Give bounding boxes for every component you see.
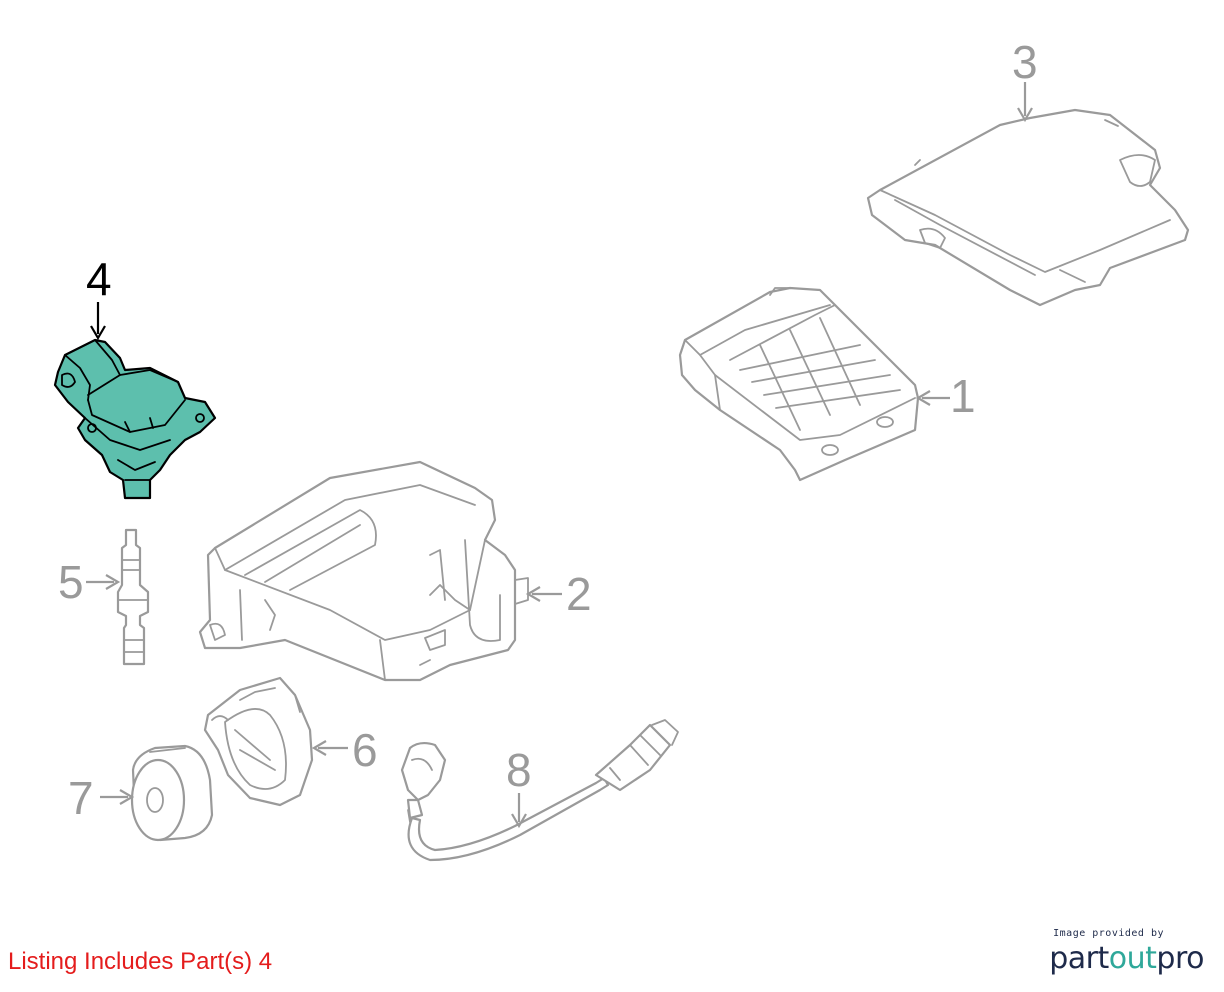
logo-pro: pro [1156, 941, 1204, 976]
listing-includes-note: Listing Includes Part(s) 4 [8, 948, 273, 975]
part-2-mounting-bracket[interactable] [198, 460, 529, 682]
part-5-sensor[interactable] [116, 528, 150, 666]
logo-out: out [1108, 941, 1157, 976]
callout-2[interactable]: 2 [566, 568, 592, 620]
arrow-1-head [915, 390, 931, 406]
arrow-3-head [1017, 107, 1033, 123]
callout-4[interactable]: 4 [86, 253, 112, 305]
part-6-clamp[interactable] [203, 676, 314, 807]
partoutpro-logo: partoutpro [1049, 941, 1204, 976]
callout-6[interactable]: 6 [352, 724, 378, 776]
part-4-ignition-coil[interactable] [53, 338, 217, 500]
callout-1[interactable]: 1 [950, 370, 976, 422]
arrow-5-head [105, 574, 121, 590]
logo-part: part [1049, 941, 1109, 976]
watermark-caption: Image provided by [1053, 928, 1164, 939]
arrow-6-head [311, 740, 327, 756]
arrow-4-head [90, 325, 106, 341]
callout-7[interactable]: 7 [68, 772, 94, 824]
arrow-7-head [119, 789, 135, 805]
part-1-ecu-module[interactable] [678, 286, 920, 482]
callout-3[interactable]: 3 [1012, 36, 1038, 88]
part-7-bushing[interactable] [130, 744, 214, 842]
part-8-knock-sensor[interactable] [400, 719, 679, 862]
callout-8[interactable]: 8 [506, 744, 532, 796]
arrow-8-head [511, 813, 527, 829]
part-3-ecu-cover[interactable] [866, 108, 1190, 307]
arrow-2-head [525, 586, 541, 602]
partoutpro-watermark: Image provided by partoutpro [1049, 928, 1204, 976]
callout-5[interactable]: 5 [58, 556, 84, 608]
